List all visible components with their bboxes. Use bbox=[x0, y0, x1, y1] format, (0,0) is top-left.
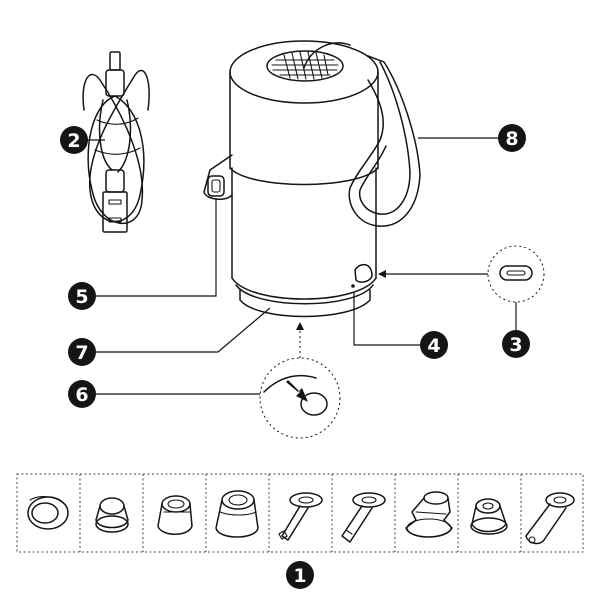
small-nozzle-icon bbox=[95, 497, 129, 533]
inflator-device-icon bbox=[203, 40, 421, 318]
callout-badge-5: 5 bbox=[68, 282, 96, 310]
needle-nozzle-icon bbox=[278, 492, 323, 541]
power-button-icon bbox=[263, 374, 328, 416]
strap-icon bbox=[348, 55, 421, 227]
callout-badge-1: 1 bbox=[286, 561, 314, 589]
svg-text:7: 7 bbox=[75, 342, 88, 364]
svg-text:1: 1 bbox=[293, 565, 306, 587]
usb-cable-icon bbox=[82, 51, 150, 233]
callout-badge-6: 6 bbox=[68, 380, 96, 408]
strap-lug-icon bbox=[203, 154, 233, 200]
callout-badge-4: 4 bbox=[420, 331, 448, 359]
svg-text:3: 3 bbox=[509, 334, 522, 356]
svg-text:8: 8 bbox=[505, 128, 518, 150]
accessory-strip bbox=[16, 473, 584, 553]
body-port-icon bbox=[354, 263, 373, 283]
flat-needle-nozzle-icon bbox=[341, 492, 386, 543]
svg-text:5: 5 bbox=[75, 286, 88, 308]
large-cup-nozzle-icon bbox=[215, 490, 259, 538]
bellows-adapter-icon bbox=[405, 491, 453, 538]
valve-adapter-icon bbox=[470, 498, 508, 535]
tapered-nozzle-icon bbox=[525, 492, 575, 545]
usb-c-port-icon bbox=[499, 265, 533, 281]
svg-text:6: 6 bbox=[75, 384, 88, 406]
callout-badge-2: 2 bbox=[60, 126, 88, 154]
svg-text:2: 2 bbox=[67, 130, 80, 152]
callout-badge-3: 3 bbox=[502, 330, 530, 358]
svg-text:4: 4 bbox=[427, 335, 440, 357]
ring-adapter-icon bbox=[27, 496, 69, 530]
callout-badge-8: 8 bbox=[498, 124, 526, 152]
indicator-light-icon bbox=[351, 284, 355, 288]
callout-badge-7: 7 bbox=[68, 338, 96, 366]
medium-cup-nozzle-icon bbox=[157, 495, 193, 535]
